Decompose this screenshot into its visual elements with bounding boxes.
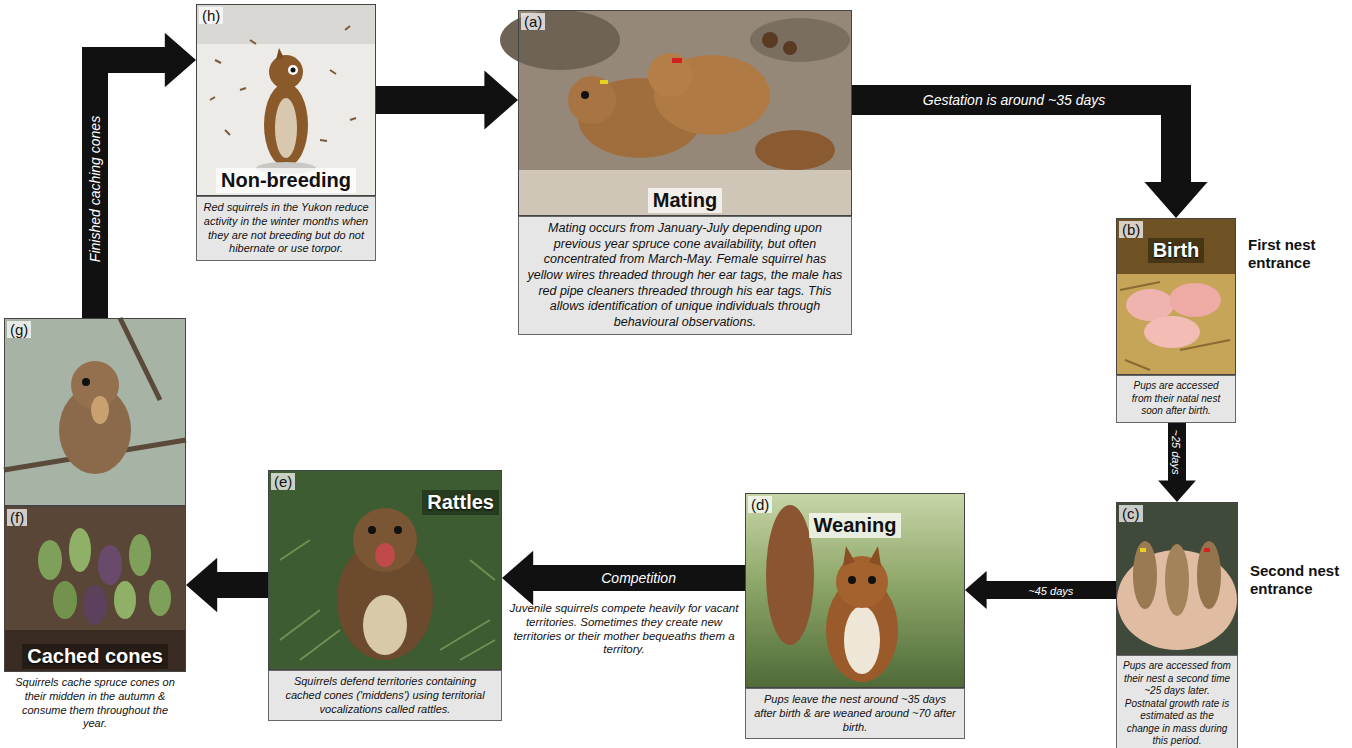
photo-frames: [5, 5, 1238, 688]
stage-title: Rattles: [422, 490, 499, 515]
caption-text: Pups are accessed from their natal nest …: [1116, 375, 1236, 423]
arrow-head: [1145, 182, 1208, 218]
photo-panel: (e) RattlesSquirrels defend territories c…: [268, 470, 502, 721]
stage-note: First nest entrance: [1248, 236, 1334, 272]
photo-panel: (d) WeaningPups leave the nest around ~35…: [745, 493, 965, 739]
arrow-shaft: [216, 572, 268, 598]
edge-label: Competition: [601, 571, 676, 586]
stage-title: Non-breeding: [216, 168, 356, 193]
thick-arrow: [95, 33, 196, 318]
photo-area: (c): [1116, 502, 1238, 655]
arrow-head: [502, 551, 533, 606]
thick-arrow: [502, 551, 745, 606]
arrow-shaft: [852, 100, 1176, 183]
stage-title: Weaning: [809, 513, 902, 538]
caption-text: Squirrels defend territories containing …: [268, 670, 502, 721]
photo-area: (d) Weaning: [745, 493, 965, 688]
arrow-shaft: [532, 565, 745, 591]
photo-area: (e) Rattles: [268, 470, 502, 670]
edge-label-anchor: Finished caching cones: [86, 116, 104, 262]
label-anchor: Juvenile squirrels compete heavily for v…: [508, 602, 740, 657]
snow-photo: [196, 4, 376, 196]
arrow-head: [165, 33, 196, 88]
photo-area: (b) Birth: [1116, 218, 1236, 375]
nest-photo: [1116, 218, 1236, 375]
arrow-shaft: [376, 86, 485, 114]
caption-text: Squirrels cache spruce cones on their mi…: [4, 672, 186, 735]
arrow-head: [965, 571, 987, 609]
weaning-photo: [745, 493, 965, 688]
stage-title: Mating: [648, 188, 722, 213]
panel-letter: (a): [521, 13, 545, 30]
arrow-shaft: [986, 581, 1116, 599]
photo-area: (f) Cached cones: [4, 506, 186, 672]
caption-text: Mating occurs from January-July dependin…: [518, 216, 852, 335]
label-anchor: Second nest entrance: [1250, 562, 1342, 598]
thick-arrow: [186, 558, 268, 613]
panel-letter: (c): [1119, 505, 1143, 522]
caption-text: Red squirrels in the Yukon reduce activi…: [196, 196, 376, 261]
edge-label: Gestation is around ~35 days: [923, 93, 1106, 108]
stage-title: Birth: [1148, 238, 1205, 263]
stage-title: Cached cones: [22, 644, 168, 669]
panel-letter: (f): [7, 509, 27, 526]
rattle-photo: [268, 470, 502, 670]
panel-letter: (e): [271, 473, 295, 490]
cones-photo: [4, 506, 186, 672]
photo-area: (g): [4, 318, 186, 506]
photo-panel: (a) MatingMating occurs from January-July…: [518, 10, 852, 335]
arrow-head: [484, 71, 518, 130]
panel-letter: (b): [1119, 221, 1143, 238]
edge-label-anchor: ~25 days: [1168, 429, 1186, 474]
label-anchor: First nest entrance: [1248, 236, 1334, 272]
arrow-shaft: [1168, 423, 1186, 482]
stage-note: Second nest entrance: [1250, 562, 1342, 598]
edge-label: ~25 days: [1170, 429, 1182, 474]
arrow-head: [1158, 480, 1196, 502]
panel-letter: (h): [199, 7, 223, 24]
photo-area: (a) Mating: [518, 10, 852, 216]
edge-label-anchor: Gestation is around ~35 days: [923, 91, 1106, 109]
edge-label-anchor: Competition: [601, 569, 676, 587]
caption-text: Pups leave the nest around ~35 days afte…: [745, 688, 965, 739]
thick-arrow: [376, 71, 518, 130]
photo-panel: (f) Cached conesSquirrels cache spruce co…: [4, 506, 186, 735]
hand-photo: [1116, 502, 1238, 655]
edge-label-anchor: ~45 days: [1028, 581, 1073, 599]
thick-arrow: [965, 571, 1116, 609]
caption-text: Pups are accessed from their nest a seco…: [1116, 655, 1238, 748]
photo-panel: (b) BirthPups are accessed from their nat…: [1116, 218, 1236, 423]
edge-label: ~45 days: [1028, 585, 1073, 597]
photo-panel: (h) Non-breedingRed squirrels in the Yuko…: [196, 4, 376, 261]
photo-panel: (c) Pups are accessed from their nest a s…: [1116, 502, 1238, 748]
photo-area: (h) Non-breeding: [196, 4, 376, 196]
eating-photo: [4, 318, 186, 506]
thick-arrow: [1158, 423, 1196, 503]
arrow-head: [186, 558, 217, 613]
photo-panel: (g): [4, 318, 186, 506]
panel-letter: (g): [7, 321, 31, 338]
note-text: Juvenile squirrels compete heavily for v…: [508, 602, 740, 657]
mating-photo: [500, 10, 852, 216]
thick-arrow: [852, 100, 1208, 218]
edge-label: Finished caching cones: [88, 116, 103, 262]
panel-letter: (d): [748, 496, 772, 513]
arrow-shaft: [95, 60, 166, 318]
